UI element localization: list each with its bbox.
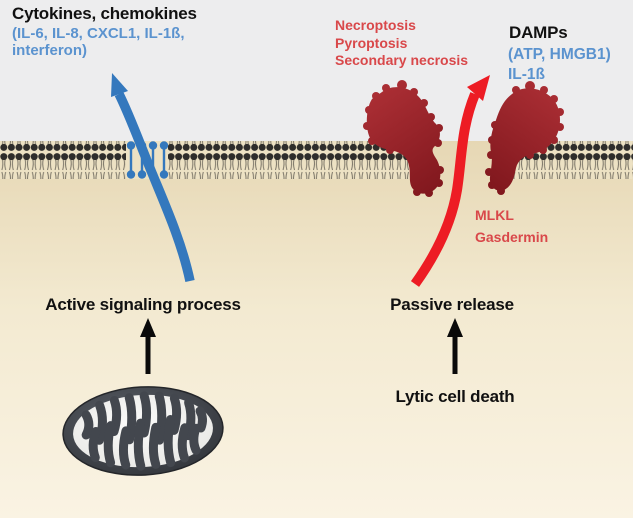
pore-protein-right-icon	[485, 81, 564, 195]
damps-title: DAMPs	[509, 23, 568, 42]
cytokines-title: Cytokines, chemokines	[12, 4, 197, 23]
passive-release-label: Passive release	[390, 295, 514, 314]
pore-protein-left-icon	[363, 80, 444, 197]
damps-list: (ATP, HMGB1) IL-1ß	[508, 45, 611, 85]
cytokines-list: (IL-6, IL-8, CXCL1, IL-1ß,interferon)	[12, 25, 185, 59]
pore-protein-labels: MLKL Gasdermin	[475, 204, 548, 248]
pore-protein-line2: Gasdermin	[475, 229, 549, 245]
passive-release-arrow-icon	[410, 75, 490, 287]
up-arrow-icon-right	[447, 318, 463, 374]
lytic-pathway-line3: Secondary necrosis	[335, 52, 469, 68]
active-secretion-arrow-icon	[111, 73, 195, 282]
damps-list-line2: IL-1ß	[508, 66, 546, 83]
lipid-bilayer-membrane	[0, 141, 633, 179]
lytic-pathway-line1: Necroptosis	[335, 17, 416, 33]
pore-protein-line1: MLKL	[475, 207, 514, 223]
up-arrow-icon-left	[140, 318, 156, 374]
active-signaling-label: Active signaling process	[45, 295, 241, 314]
lytic-cell-death-label: Lytic cell death	[395, 387, 515, 406]
damps-list-line1: (ATP, HMGB1)	[508, 46, 611, 63]
cytokines-list-line1: (IL-6, IL-8, CXCL1, IL-1ß,	[12, 25, 185, 42]
membrane-segment-left	[0, 141, 428, 179]
mitochondrion-icon	[62, 386, 224, 476]
cytokines-list-line2: interferon)	[12, 42, 87, 59]
lytic-pathway-line2: Pyroptosis	[335, 34, 408, 51]
